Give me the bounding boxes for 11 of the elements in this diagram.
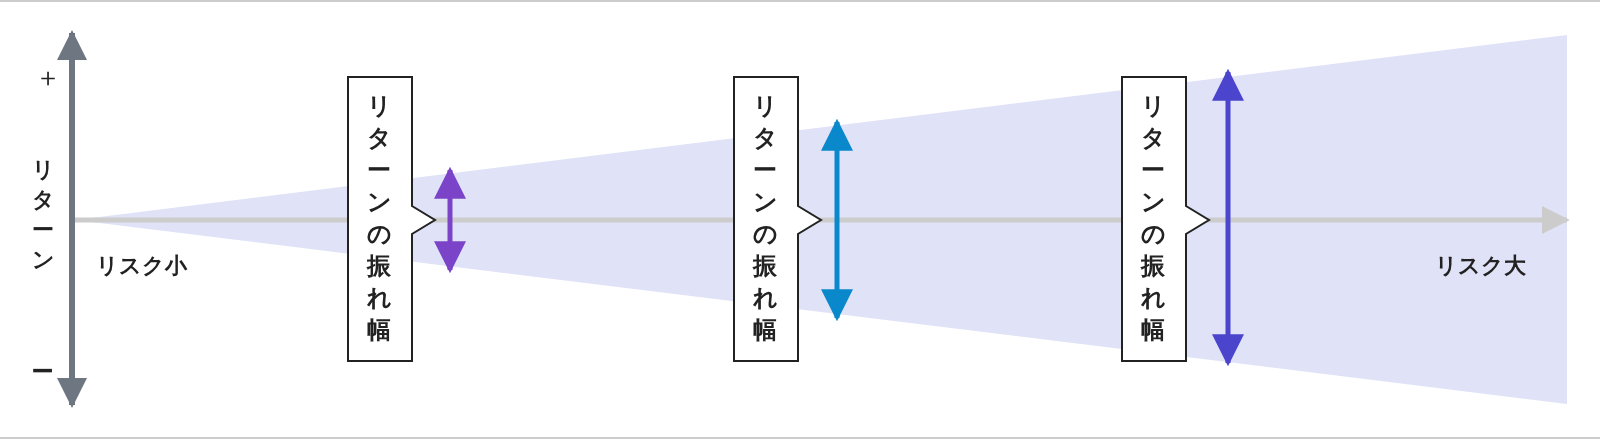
callout-text: リターンの振れ幅 — [1140, 91, 1166, 346]
axis-sign: − — [30, 355, 56, 385]
axis-label: リスク小 — [96, 255, 187, 277]
callout-box — [347, 76, 437, 362]
callout-text: リターンの振れ幅 — [752, 91, 778, 346]
axis-label: リスク大 — [1435, 255, 1526, 277]
axis-sign: ＋ — [35, 64, 61, 90]
callout-box — [733, 76, 823, 362]
callout-box — [1121, 76, 1211, 362]
axis-title: リターン — [30, 156, 56, 274]
callout-text: リターンの振れ幅 — [366, 91, 392, 346]
